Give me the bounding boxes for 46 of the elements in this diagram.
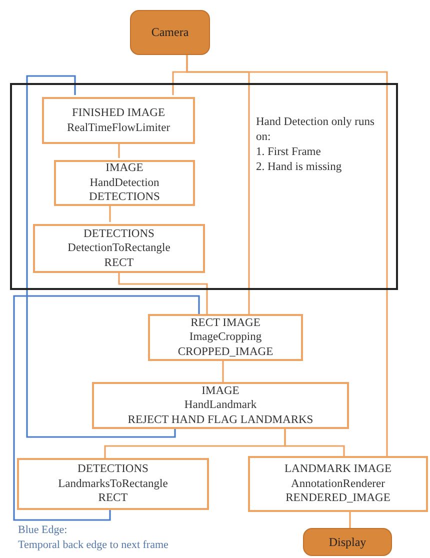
- process-box: [92, 382, 349, 429]
- node-text: DETECTIONS: [78, 462, 148, 477]
- node-text: RECT: [104, 256, 134, 270]
- node-text: IMAGE: [202, 384, 240, 398]
- process-box: [148, 314, 303, 361]
- connector-line: [118, 271, 208, 314]
- region-frame: [10, 83, 398, 290]
- node-text: FINISHED IMAGE: [72, 106, 165, 120]
- connector-line: [26, 75, 176, 438]
- node-text: RENDERED_IMAGE: [286, 491, 390, 506]
- node-text: HandLandmark: [184, 398, 257, 413]
- node-text: DETECTIONS: [89, 190, 160, 205]
- connector-line: [222, 361, 224, 382]
- node-text: RealTimeFlowLimiter: [66, 120, 170, 135]
- connector-line: [186, 55, 388, 456]
- node-text: LANDMARK IMAGE: [284, 462, 392, 477]
- process-box: [42, 97, 195, 144]
- process-box: [33, 224, 205, 273]
- node-text: REJECT HAND FLAG LANDMARKS: [128, 412, 314, 428]
- connector-line: [109, 204, 111, 222]
- node-text: CROPPED_IMAGE: [178, 344, 274, 360]
- node-text: DetectionToRectangle: [68, 241, 170, 256]
- process-box: [17, 458, 209, 510]
- note-text: Hand Detection only runs on:: [256, 115, 376, 145]
- terminal-label: Camera: [151, 25, 189, 40]
- node-text: LandmarksToRectangle: [58, 476, 168, 492]
- note-text: 1. First Frame: [256, 144, 322, 160]
- node-text: IMAGE: [106, 161, 144, 176]
- node-text: AnnotationRenderer: [291, 476, 385, 492]
- connector-line: [13, 295, 200, 521]
- node-text: HandDetection: [90, 176, 160, 190]
- note-text: Blue Edge:: [18, 524, 68, 536]
- note-text: 2. Hand is missing: [256, 160, 343, 175]
- process-box: [248, 456, 428, 512]
- terminal-box: [303, 528, 392, 556]
- node-text: RECT IMAGE: [190, 316, 260, 330]
- node-text: ImageCropping: [189, 330, 262, 345]
- node-text: RECT: [98, 491, 128, 506]
- terminal-label: Display: [328, 534, 366, 550]
- connector-line: [349, 512, 351, 528]
- connector-line: [118, 142, 120, 158]
- connector-line: [284, 429, 345, 456]
- note-text: Temporal back edge to next frame: [18, 539, 168, 551]
- terminal-box: [130, 10, 210, 55]
- node-text: DETECTIONS: [84, 226, 154, 242]
- process-box: [54, 160, 195, 206]
